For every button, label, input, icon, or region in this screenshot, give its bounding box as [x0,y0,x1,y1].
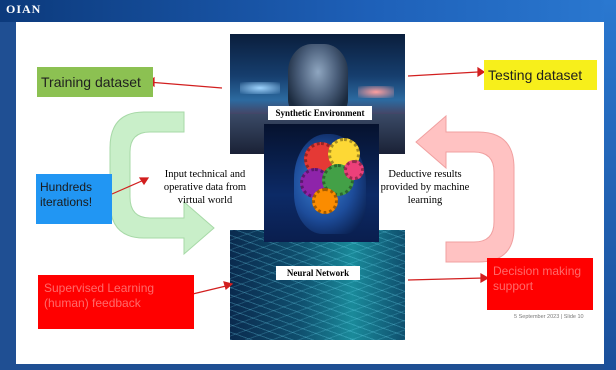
supervised-learning-box: Supervised Learning (human) feedback [38,275,194,329]
slide-canvas: Synthetic Environment Neural Network [16,22,604,364]
neural-network-label: Neural Network [276,266,360,280]
cycle-arrow-right [415,114,515,263]
connector-decision [407,277,485,281]
connector-testing [407,71,479,77]
connector-hundreds [111,179,145,195]
arrowhead-testing [477,66,486,78]
synthetic-environment-label: Synthetic Environment [268,106,372,120]
gear-icon [344,160,364,180]
decision-making-box: Decision making support [487,258,593,310]
arrowhead-supervised [223,281,234,291]
training-dataset-box: Training dataset [37,67,153,97]
slide-top-bar [0,0,616,22]
neural-network-image: Neural Network [230,230,405,340]
organization-logo: OIAN [6,2,42,16]
hundreds-iterations-box: Hundreds iterations! [36,174,112,224]
brain-gears-image [264,124,379,242]
gear-icon [312,188,338,214]
deductive-results-note: Deductive results provided by machine le… [380,169,470,206]
diagram-arrows [109,66,515,299]
connector-training [147,81,223,89]
light-glow-left [240,82,280,94]
network-mesh [230,230,405,340]
input-data-note: Input technical and operative data from … [163,169,247,206]
synthetic-environment-image: Synthetic Environment [230,34,405,154]
slide-right-bar [604,0,616,370]
slide-footer: 5 September 2023 | Slide 10 [514,314,584,320]
soldier-figure [288,44,348,114]
cycle-arrow-left [109,111,215,256]
arrowhead-hundreds [138,177,150,186]
testing-dataset-box: Testing dataset [484,60,597,90]
light-glow-right [358,86,394,98]
arrowhead-decision [480,272,490,284]
